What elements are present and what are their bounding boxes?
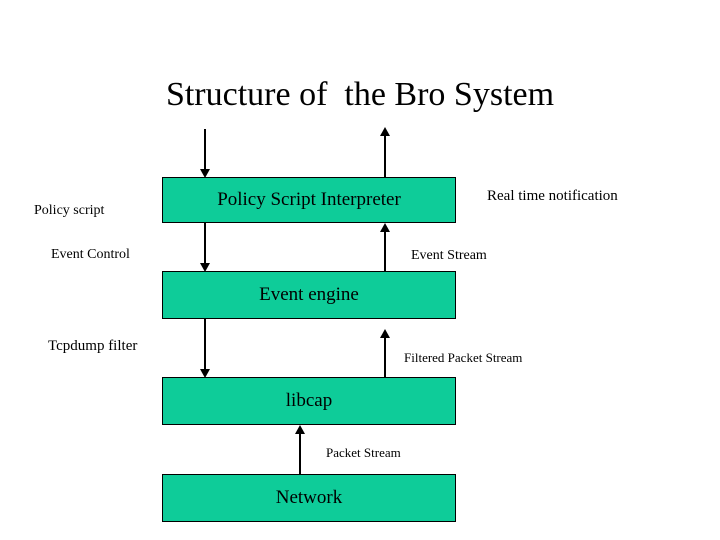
- label-event-stream: Event Stream: [411, 248, 487, 263]
- label-event-control: Event Control: [51, 247, 130, 262]
- arrow-policy-script-head: [200, 169, 210, 178]
- arrow-event-stream-shaft: [384, 232, 386, 271]
- arrow-packet-stream-shaft: [299, 434, 301, 474]
- arrow-event-control-shaft: [204, 223, 206, 265]
- arrow-event-control-head: [200, 263, 210, 272]
- box-network-label: Network: [275, 487, 343, 508]
- box-policy-script-interpreter-label: Policy Script Interpreter: [217, 189, 401, 210]
- arrow-tcpdump-filter-shaft: [204, 319, 206, 370]
- box-event-engine-label: Event engine: [259, 284, 359, 305]
- arrow-real-time-notification-head: [380, 127, 390, 136]
- arrow-event-stream-head: [380, 223, 390, 232]
- page-title: Structure of the Bro System: [165, 76, 555, 113]
- arrow-policy-script-shaft: [204, 129, 206, 171]
- box-libcap-label: libcap: [285, 390, 333, 411]
- box-network[interactable]: Network: [162, 474, 456, 522]
- box-event-engine[interactable]: Event engine: [162, 271, 456, 319]
- box-libcap[interactable]: libcap: [162, 377, 456, 425]
- arrow-tcpdump-filter-head: [200, 369, 210, 378]
- arrow-real-time-notification-shaft: [384, 136, 386, 177]
- arrow-filtered-packet-stream-shaft: [384, 338, 386, 377]
- label-policy-script: Policy script: [34, 203, 105, 218]
- arrow-packet-stream-head: [295, 425, 305, 434]
- arrow-filtered-packet-stream-head: [380, 329, 390, 338]
- label-real-time-notification: Real time notification: [487, 188, 618, 204]
- label-packet-stream: Packet Stream: [326, 445, 401, 460]
- box-policy-script-interpreter[interactable]: Policy Script Interpreter: [162, 177, 456, 223]
- label-filtered-packet-stream: Filtered Packet Stream: [404, 350, 523, 365]
- label-tcpdump-filter: Tcpdump filter: [48, 338, 138, 354]
